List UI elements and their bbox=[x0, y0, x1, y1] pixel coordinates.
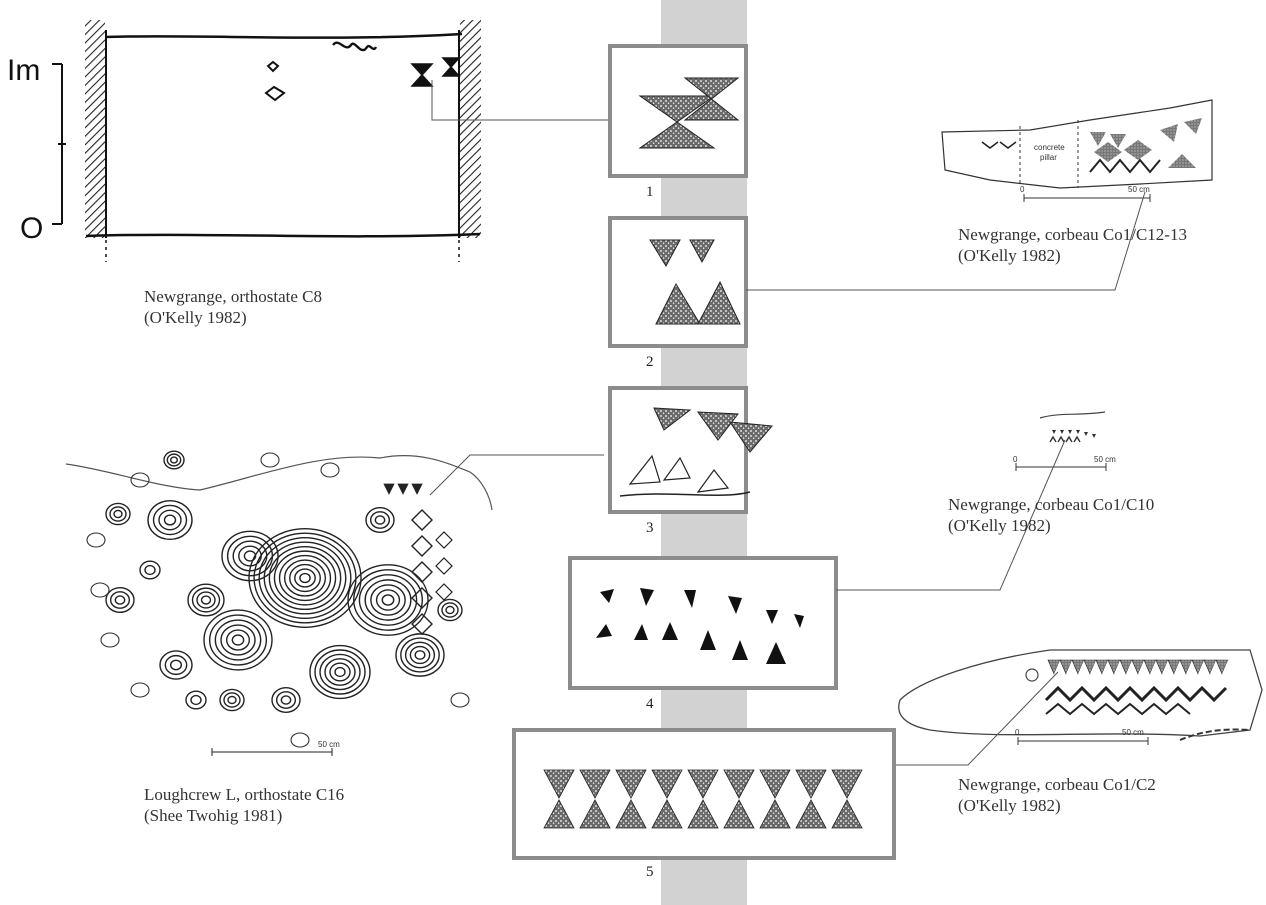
corbeau-c2-drawing: 0 50 cm bbox=[899, 650, 1262, 745]
panel-4-number: 4 bbox=[646, 696, 654, 713]
c12-pillar-label-1: concrete bbox=[1034, 143, 1065, 152]
caption-corbeau-c10: Newgrange, corbeau Co1/C10 (O'Kelly 1982… bbox=[948, 494, 1154, 536]
caption-corbeau-c12-source: (O'Kelly 1982) bbox=[958, 245, 1187, 266]
c10-scale-fifty: 50 cm bbox=[1094, 455, 1116, 464]
c10-scale-zero: 0 bbox=[1013, 455, 1018, 464]
caption-corbeau-c12-title: Newgrange, corbeau Co1/C12-13 bbox=[958, 224, 1187, 245]
panel-1-number: 1 bbox=[646, 184, 654, 201]
c2-scale-fifty: 50 cm bbox=[1122, 728, 1144, 737]
caption-corbeau-c12: Newgrange, corbeau Co1/C12-13 (O'Kelly 1… bbox=[958, 224, 1187, 266]
caption-corbeau-c2-title: Newgrange, corbeau Co1/C2 bbox=[958, 774, 1156, 795]
panel-5-number: 5 bbox=[646, 864, 654, 881]
panel-1 bbox=[610, 46, 746, 176]
panel-2-number: 2 bbox=[646, 354, 654, 371]
c8-scale-bottom-label: O bbox=[20, 212, 43, 245]
panel-2 bbox=[610, 218, 746, 346]
c8-scale-top-label: Im bbox=[7, 54, 40, 87]
panel-5 bbox=[514, 730, 894, 858]
caption-loughcrew: Loughcrew L, orthostate C16 (Shee Twohig… bbox=[144, 784, 344, 826]
loughcrew-drawing: 50 cm bbox=[66, 451, 492, 756]
c12-scale-zero: 0 bbox=[1020, 185, 1025, 194]
caption-loughcrew-title: Loughcrew L, orthostate C16 bbox=[144, 784, 344, 805]
caption-loughcrew-source: (Shee Twohig 1981) bbox=[144, 805, 344, 826]
orthostate-c8-drawing: Im O bbox=[7, 20, 481, 262]
panel-4 bbox=[570, 558, 836, 688]
caption-orthostate-c8: Newgrange, orthostate C8 (O'Kelly 1982) bbox=[144, 286, 322, 328]
caption-orthostate-c8-title: Newgrange, orthostate C8 bbox=[144, 286, 322, 307]
caption-corbeau-c10-title: Newgrange, corbeau Co1/C10 bbox=[948, 494, 1154, 515]
caption-corbeau-c2: Newgrange, corbeau Co1/C2 (O'Kelly 1982) bbox=[958, 774, 1156, 816]
panel-3 bbox=[610, 388, 772, 512]
caption-corbeau-c10-source: (O'Kelly 1982) bbox=[948, 515, 1154, 536]
loughcrew-scale-fifty: 50 cm bbox=[318, 740, 340, 749]
c12-pillar-label-2: pillar bbox=[1040, 153, 1057, 162]
connector-loughcrew-to-panel-3 bbox=[430, 455, 604, 495]
caption-corbeau-c2-source: (O'Kelly 1982) bbox=[958, 795, 1156, 816]
panel-3-number: 3 bbox=[646, 520, 654, 537]
caption-orthostate-c8-source: (O'Kelly 1982) bbox=[144, 307, 322, 328]
corbeau-c12-drawing: concrete pillar 0 50 cm bbox=[942, 100, 1212, 202]
c12-scale-fifty: 50 cm bbox=[1128, 185, 1150, 194]
c2-scale-zero: 0 bbox=[1015, 728, 1020, 737]
